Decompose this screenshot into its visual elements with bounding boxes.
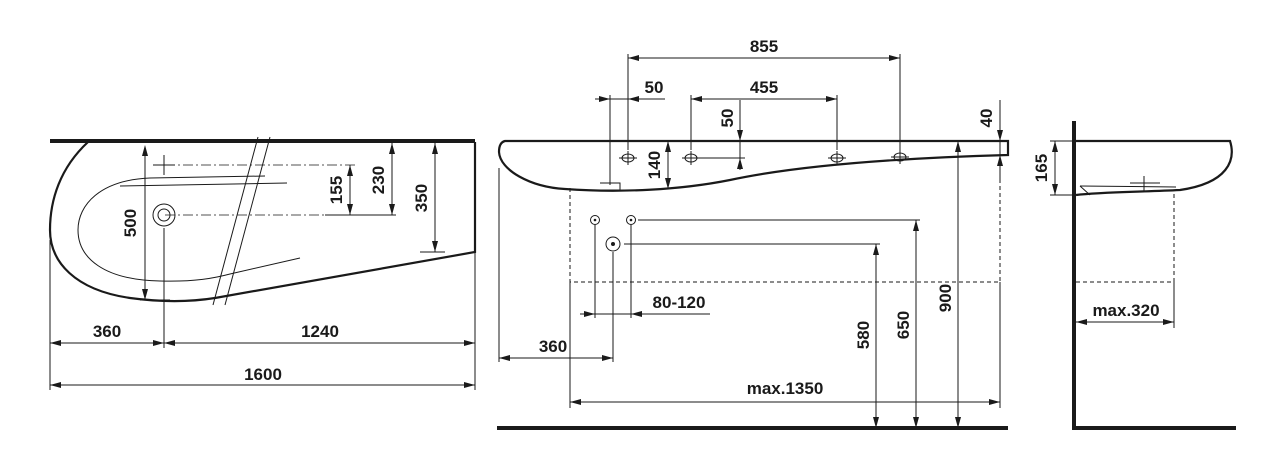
dim-80-120-arrow-right (631, 311, 642, 317)
drain-outer-icon (152, 203, 176, 227)
dim-1600-arrow-left (50, 382, 61, 388)
top-view-bowl-outline (77, 175, 301, 282)
dim-1240-arrow-right (464, 340, 475, 346)
dim-650-arrow-bottom (913, 417, 919, 428)
dim-155-label: 155 (327, 176, 346, 204)
tap-hole-3-icon (828, 151, 846, 165)
dim-1240-label: 1240 (301, 322, 339, 341)
side-view: 165 max.320 (1032, 121, 1236, 430)
dim-650-arrow-top (913, 220, 919, 231)
dim-855-arrow-right (889, 55, 900, 61)
dim-165-arrow-bottom (1052, 184, 1058, 195)
dim-40-arrow-top (997, 130, 1003, 141)
dim-855-label: 855 (750, 37, 778, 56)
dim-360-arrow-right (153, 340, 164, 346)
break-line-1 (212, 136, 259, 306)
dim-500-label: 500 (121, 209, 140, 237)
dim-900-label: 900 (936, 284, 955, 312)
side-view-basin-outline (1075, 139, 1233, 197)
dim-580-label: 580 (854, 321, 873, 349)
dim-230-arrow-bottom (389, 204, 395, 215)
top-view-basin-outline (48, 141, 477, 303)
dim-140-label: 140 (645, 151, 664, 179)
front-view-cabinet-dashed (569, 156, 1001, 283)
dim-360-front-label: 360 (539, 337, 567, 356)
tap-hole-2-icon (682, 151, 700, 165)
dim-360-front-arrow-left (499, 355, 510, 361)
drain-inner-icon (157, 208, 171, 222)
dim-580-arrow-top (873, 244, 879, 255)
dim-230-arrow-top (389, 143, 395, 154)
dim-1240-arrow-left (164, 340, 175, 346)
top-view: 500 155 230 350 360 1240 1600 (48, 136, 477, 390)
dim-1600-label: 1600 (244, 365, 282, 384)
dim-455-arrow-left (691, 96, 702, 102)
dim-50v-arrow-top (737, 130, 743, 141)
front-view: 855 50 455 50 140 40 (497, 37, 1010, 430)
dim-50h-arrow-left (599, 96, 610, 102)
dim-900-arrow-bottom (955, 417, 961, 428)
dim-455-label: 455 (750, 78, 778, 97)
drain-connection-icon (605, 236, 621, 252)
top-view-inner-edge (119, 182, 288, 187)
dim-350-label: 350 (412, 184, 431, 212)
front-view-basin-outline (497, 139, 1010, 192)
dim-1350-arrow-left (570, 399, 581, 405)
side-view-inner-line (1079, 185, 1177, 188)
side-view-bracket (1079, 185, 1091, 196)
dim-650-label: 650 (894, 311, 913, 339)
dim-900-arrow-top (955, 141, 961, 152)
dim-165-label: 165 (1032, 154, 1051, 182)
dim-155-arrow-bottom (347, 204, 353, 215)
dim-320-arrow-right (1163, 319, 1174, 325)
dim-455-arrow-right (826, 96, 837, 102)
tap-hole-4-icon (891, 150, 909, 164)
dim-80-120-label: 80-120 (653, 293, 706, 312)
dim-140-arrow-top (665, 141, 671, 152)
break-line-2 (224, 136, 271, 306)
dim-40-label: 40 (977, 109, 996, 128)
dim-50v-label: 50 (718, 109, 737, 128)
dim-500-arrow-bottom (142, 289, 148, 300)
supply-hot-icon (626, 215, 636, 225)
dim-1600-arrow-right (464, 382, 475, 388)
dim-50h-arrow-right (628, 96, 639, 102)
dim-230-label: 230 (369, 166, 388, 194)
dim-165-arrow-top (1052, 141, 1058, 152)
supply-cold-icon (590, 215, 600, 225)
dim-320-label: max.320 (1092, 301, 1159, 320)
dim-350-arrow-top (432, 143, 438, 154)
dim-580-arrow-bottom (873, 417, 879, 428)
tap-hole-1-icon (619, 151, 637, 165)
dim-140-arrow-bottom (665, 178, 671, 189)
dim-360-label: 360 (93, 322, 121, 341)
dim-1350-label: max.1350 (747, 379, 824, 398)
dim-360-front-arrow-right (602, 355, 613, 361)
dim-50h-label: 50 (645, 78, 664, 97)
dim-155-arrow-top (347, 165, 353, 176)
dim-360-arrow-left (50, 340, 61, 346)
dim-80-120-arrow-left (584, 311, 595, 317)
dim-1350-arrow-right (989, 399, 1000, 405)
dim-40-arrow-bottom (997, 155, 1003, 166)
dim-50v-arrow-bottom (737, 158, 743, 169)
dim-320-arrow-left (1076, 319, 1087, 325)
dim-855-arrow-left (628, 55, 639, 61)
dim-500-arrow-top (142, 145, 148, 156)
side-view-cabinet-dashed (1076, 192, 1175, 283)
dim-350-arrow-bottom (432, 241, 438, 252)
